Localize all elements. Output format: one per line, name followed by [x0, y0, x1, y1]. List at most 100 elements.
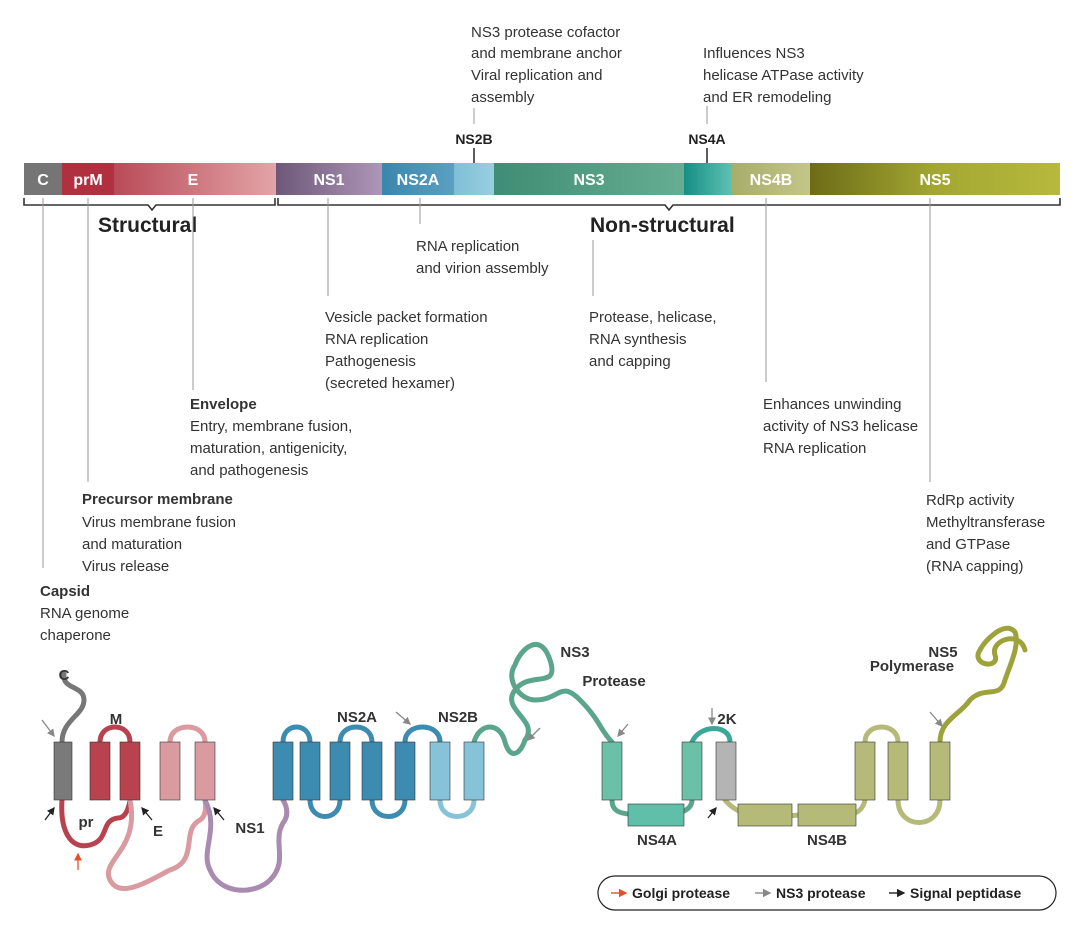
svg-text:Enhances unwinding: Enhances unwinding [763, 396, 901, 413]
svg-text:RNA replication: RNA replication [763, 440, 866, 457]
svg-text:and ER remodeling: and ER remodeling [703, 89, 831, 106]
svg-text:and virion assembly: and virion assembly [416, 260, 549, 277]
svg-text:Methyltransferase: Methyltransferase [926, 514, 1045, 531]
svg-text:Pathogenesis: Pathogenesis [325, 353, 416, 370]
tm-e-1 [159, 741, 181, 801]
topo-label-ns4a: NS4A [637, 832, 677, 849]
ns4a-amphipathic-helix [627, 803, 685, 827]
tm-e-2 [194, 741, 216, 801]
segment-prm [62, 163, 114, 195]
svg-text:(RNA capping): (RNA capping) [926, 558, 1024, 575]
structural-label: Structural [98, 214, 197, 237]
segment-ns2a [382, 163, 454, 195]
svg-text:Virus release: Virus release [82, 558, 169, 575]
svg-text:maturation, antigenicity,: maturation, antigenicity, [190, 440, 347, 457]
svg-text:RdRp activity: RdRp activity [926, 492, 1015, 509]
segment-ns5 [810, 163, 1060, 195]
svg-text:helicase ATPase activity: helicase ATPase activity [703, 67, 864, 84]
svg-text:Influences NS3: Influences NS3 [703, 45, 805, 62]
ns4b-helix-1 [737, 803, 793, 827]
tm-ns4b-1 [854, 741, 876, 801]
annotation-ns1: Vesicle packet formation RNA replication… [325, 309, 488, 392]
segment-label-ns4b: NS4B [750, 172, 793, 189]
annotation-prm: Precursor membrane Virus membrane fusion… [82, 491, 236, 575]
topo-label-protease: Protease [582, 673, 645, 690]
svg-text:Envelope: Envelope [190, 396, 257, 413]
topo-label-2k: 2K [717, 711, 736, 728]
annotation-ns2a: RNA replication and virion assembly [416, 238, 549, 277]
svg-text:NS3 protease cofactor: NS3 protease cofactor [471, 24, 620, 41]
topo-label-e: E [153, 823, 163, 840]
nonstructural-label: Non-structural [590, 214, 735, 237]
segment-label-ns3: NS3 [573, 172, 604, 189]
topo-label-c: C [59, 667, 70, 684]
svg-text:RNA synthesis: RNA synthesis [589, 331, 687, 348]
topo-label-ns1: NS1 [235, 820, 264, 837]
topo-label-pr: pr [79, 814, 94, 831]
svg-text:Virus membrane fusion: Virus membrane fusion [82, 514, 236, 531]
tm-ns2b-1 [429, 741, 451, 801]
svg-text:RNA genome: RNA genome [40, 605, 129, 622]
svg-text:Capsid: Capsid [40, 583, 90, 600]
topology-labels: C M pr E NS1 NS2A NS2B NS3 Protease 2K N… [59, 644, 958, 849]
segment-label-e: E [188, 172, 199, 189]
tm-ns2a-4 [361, 741, 383, 801]
tm-ns2a-2 [299, 741, 321, 801]
ns4a-tag: NS4A [688, 131, 725, 147]
tm-m-2 [119, 741, 141, 801]
topo-label-ns3: NS3 [560, 644, 589, 661]
tm-2k [715, 741, 737, 801]
ns4b-helix-2 [797, 803, 857, 827]
segment-e [114, 163, 276, 195]
segment-ns4a [684, 163, 732, 195]
svg-text:and capping: and capping [589, 353, 671, 370]
tm-ns2a-5 [394, 741, 416, 801]
svg-text:RNA replication: RNA replication [325, 331, 428, 348]
svg-text:Vesicle packet formation: Vesicle packet formation [325, 309, 488, 326]
segment-label-ns2a: NS2A [397, 172, 440, 189]
topo-label-m: M [110, 711, 123, 728]
svg-text:and membrane anchor: and membrane anchor [471, 45, 622, 62]
svg-text:Protease, helicase,: Protease, helicase, [589, 309, 717, 326]
segment-ns3 [494, 163, 684, 195]
segment-label-ns1: NS1 [313, 172, 344, 189]
tm-capsid [53, 741, 73, 801]
topo-label-ns2a: NS2A [337, 709, 377, 726]
segment-label-ns5: NS5 [919, 172, 950, 189]
svg-text:chaperone: chaperone [40, 627, 111, 644]
svg-text:and maturation: and maturation [82, 536, 182, 553]
svg-text:and pathogenesis: and pathogenesis [190, 462, 308, 479]
tm-ns4b-2 [887, 741, 909, 801]
topo-label-polymerase: Polymerase [870, 658, 954, 675]
svg-text:Entry, membrane fusion,: Entry, membrane fusion, [190, 418, 352, 435]
topo-label-ns5: NS5 [928, 644, 957, 661]
svg-text:Precursor membrane: Precursor membrane [82, 491, 233, 508]
annotation-ns5: RdRp activity Methyltransferase and GTPa… [926, 492, 1045, 575]
svg-text:(secreted hexamer): (secreted hexamer) [325, 375, 455, 392]
tm-m-1 [89, 741, 111, 801]
annotation-ns4b: Enhances unwinding activity of NS3 helic… [763, 396, 918, 457]
tm-ns2b-2 [463, 741, 485, 801]
tm-ns2a-3 [329, 741, 351, 801]
segment-ns1 [276, 163, 382, 195]
transmembrane-helices [53, 741, 951, 827]
tm-ns4a-2 [681, 741, 703, 801]
genome-bar: C prM E NS1 NS2A NS3 NS4B NS5 [24, 163, 1060, 195]
annotation-ns4a: Influences NS3 helicase ATPase activity … [703, 45, 864, 106]
topo-label-ns2b: NS2B [438, 709, 478, 726]
svg-text:RNA replication: RNA replication [416, 238, 519, 255]
annotation-ns3: Protease, helicase, RNA synthesis and ca… [589, 309, 717, 370]
segment-label-prm: prM [73, 172, 102, 189]
cleavage-arrows [41, 708, 943, 870]
svg-text:Viral replication and: Viral replication and [471, 67, 602, 84]
segment-ns2b [454, 163, 494, 195]
annotation-capsid: Capsid RNA genome chaperone [40, 583, 129, 644]
annotation-envelope: Envelope Entry, membrane fusion, maturat… [190, 396, 352, 479]
tm-ns4b-3 [929, 741, 951, 801]
legend-golgi-protease: Golgi protease [632, 885, 730, 901]
svg-text:activity of NS3 helicase: activity of NS3 helicase [763, 418, 918, 435]
legend-ns3-protease: NS3 protease [776, 885, 866, 901]
segment-c [24, 163, 62, 195]
topo-label-ns4b: NS4B [807, 832, 847, 849]
